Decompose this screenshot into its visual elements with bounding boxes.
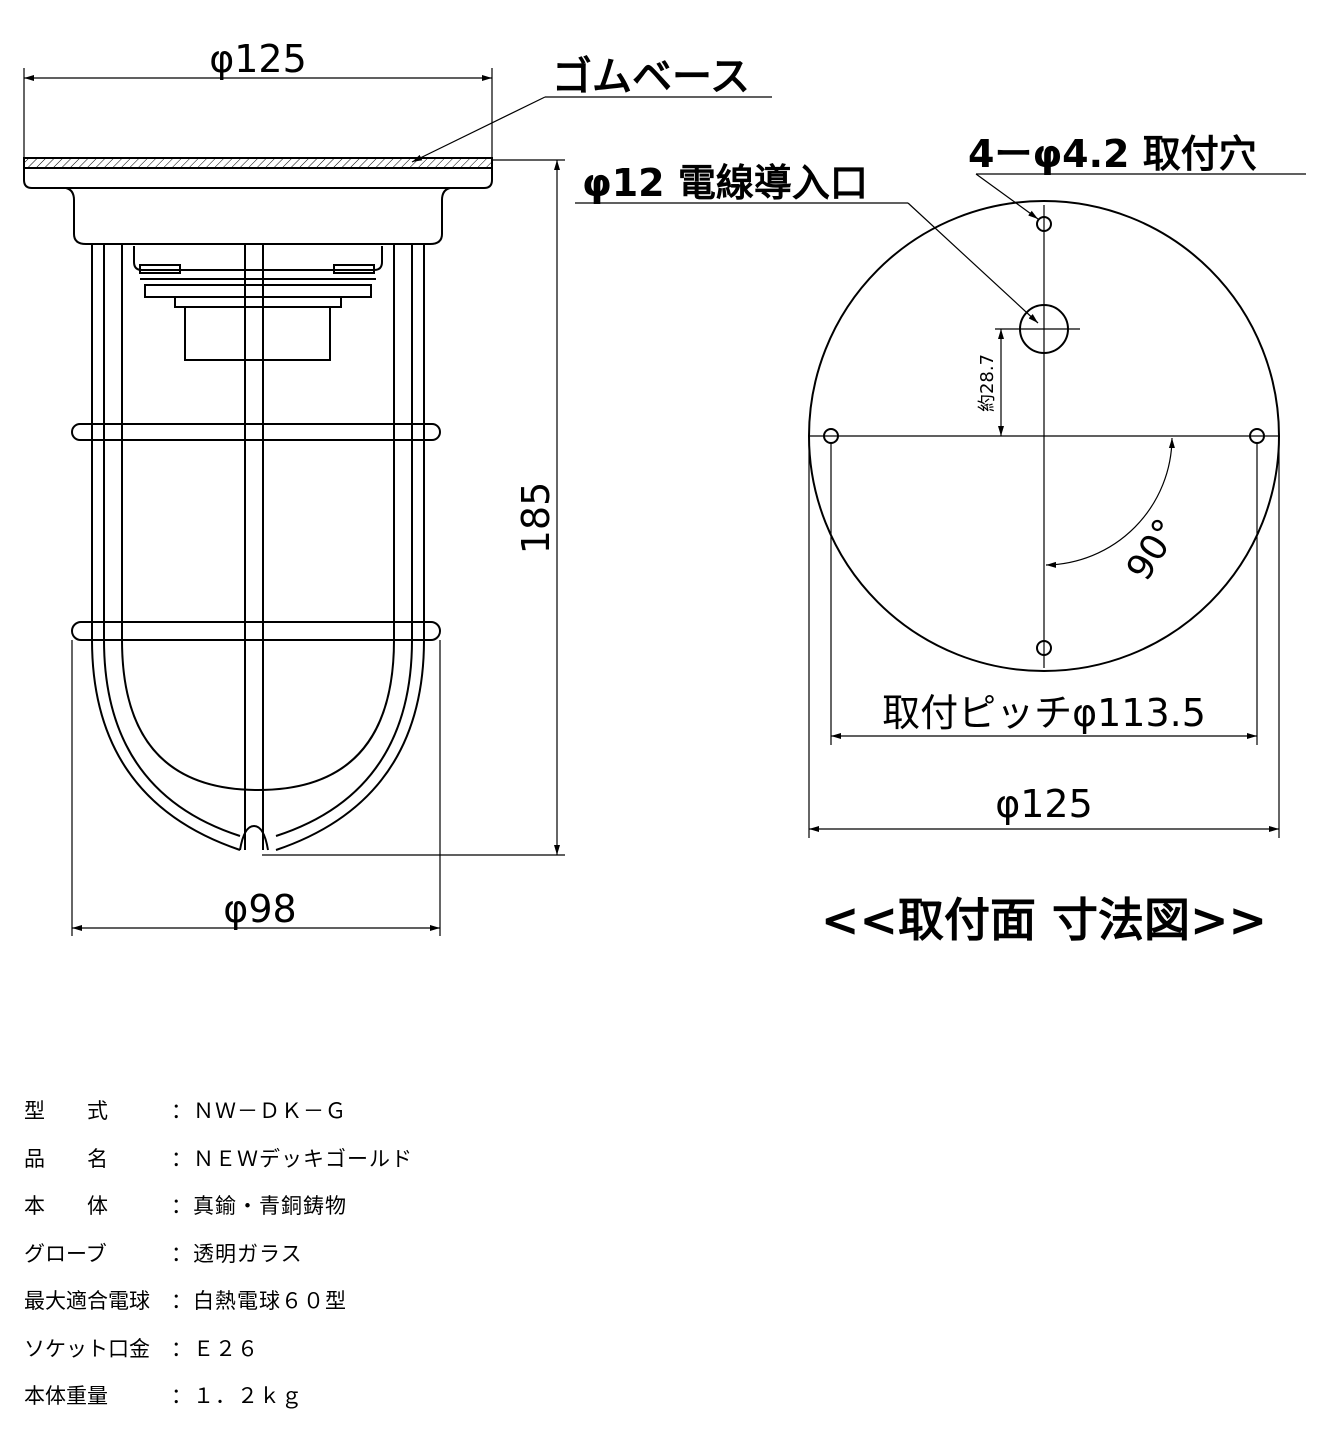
- dim-height-label: 185: [514, 482, 558, 555]
- spec-value: ：白熱電球６０型: [171, 1289, 347, 1313]
- wire-entry-label: φ12 電線導入口: [582, 161, 868, 205]
- pitch-label: 取付ピッチφ113.5: [882, 691, 1206, 735]
- spec-value: ：ＮＥＷデッキゴールド: [171, 1146, 413, 1171]
- spec-label: 品 名: [24, 1146, 108, 1171]
- spec-value: ：Ｅ２６: [171, 1336, 259, 1361]
- spec-table: 型 式 ：ＮＷ－ＤＫ－Ｇ 品 名 ：ＮＥＷデッキゴールド 本 体 ：真鍮・青銅鋳…: [24, 1098, 724, 1431]
- leader-line: [975, 173, 1039, 220]
- spec-row-socket: ソケット口金 ：Ｅ２６: [24, 1336, 724, 1384]
- glass-globe: [121, 244, 395, 792]
- base-neck: [65, 187, 451, 245]
- spec-label: 型 式: [24, 1099, 108, 1123]
- spec-row-globe: グローブ ：透明ガラス: [24, 1241, 724, 1289]
- mount-view: 4ーφ4.2 取付穴 φ12 電線導入口 約28.7 90° 取付ピッチφ113…: [575, 132, 1306, 947]
- technical-drawing: φ125 ゴムベース: [23, 37, 1306, 947]
- spec-label: 本 体: [24, 1194, 108, 1218]
- spec-value: ：真鍮・青銅鋳物: [171, 1194, 347, 1218]
- outer-diameter-label: φ125: [995, 782, 1093, 826]
- mount-view-caption: <<取付面 寸法図>>: [821, 893, 1267, 947]
- base-flange: [23, 168, 493, 189]
- mounting-hole: [1036, 216, 1052, 232]
- spec-label: グローブ: [24, 1241, 107, 1266]
- spec-label: 最大適合電球: [24, 1289, 150, 1313]
- angle-label: 90°: [1119, 512, 1188, 588]
- leader-line: [411, 96, 546, 163]
- angle-arc: [1045, 437, 1175, 568]
- rubber-base: [23, 157, 493, 169]
- rubber-base-label: ゴムベース: [552, 54, 750, 100]
- mounting-hole-label: 4ーφ4.2 取付穴: [968, 132, 1257, 176]
- offset-label: 約28.7: [977, 354, 998, 412]
- socket-assembly: [133, 246, 383, 361]
- spec-value: ：透明ガラス: [171, 1241, 303, 1266]
- spec-row-body: 本 体 ：真鍮・青銅鋳物: [24, 1193, 724, 1241]
- spec-row-weight: 本体重量 ：１．２ｋｇ: [24, 1383, 724, 1431]
- side-view: φ125 ゴムベース: [23, 37, 772, 936]
- spec-label: 本体重量: [24, 1384, 108, 1408]
- wire-guard: [71, 244, 441, 851]
- spec-value: ：ＮＷ－ＤＫ－Ｇ: [171, 1099, 347, 1123]
- spec-row-bulb: 最大適合電球 ：白熱電球６０型: [24, 1288, 724, 1336]
- dim-bottom-width-label: φ98: [223, 887, 296, 931]
- mounting-hole: [1036, 640, 1052, 656]
- spec-row-product-name: 品 名 ：ＮＥＷデッキゴールド: [24, 1146, 724, 1194]
- spec-value: ：１．２ｋｇ: [171, 1384, 303, 1408]
- dim-top-width-label: φ125: [209, 37, 307, 81]
- leader-line: [907, 202, 1039, 324]
- spec-label: ソケット口金: [24, 1336, 150, 1361]
- spec-row-model: 型 式 ：ＮＷ－ＤＫ－Ｇ: [24, 1098, 724, 1146]
